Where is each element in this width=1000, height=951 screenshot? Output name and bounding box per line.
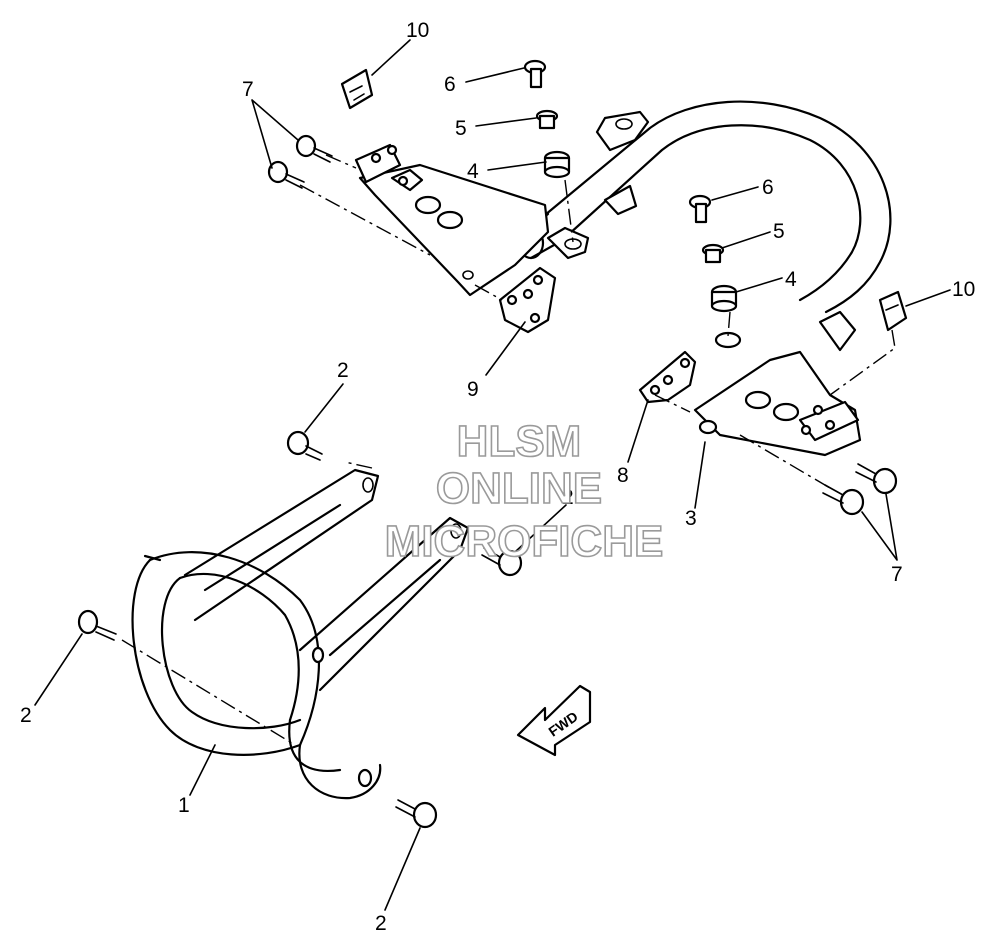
grommet-4b xyxy=(710,284,738,313)
left-bar-bracket xyxy=(354,143,550,297)
bolt-2-middle xyxy=(481,547,523,577)
bolt-7-upper-a xyxy=(295,134,333,163)
collar-5b xyxy=(701,243,725,264)
callout-4-right: 4 xyxy=(785,268,797,291)
right-bar-bracket xyxy=(693,350,862,457)
bolt-2-bottom xyxy=(395,799,438,829)
rear-grab-bar xyxy=(517,100,892,352)
bolt-7-lower-b xyxy=(822,484,865,516)
bolt-6a xyxy=(523,59,547,89)
watermark-line-3: MICROFICHE xyxy=(385,517,664,566)
callout-10-right: 10 xyxy=(952,278,975,301)
plate-9 xyxy=(498,266,557,334)
front-guard xyxy=(131,468,470,800)
callout-7-bottom: 7 xyxy=(891,563,903,586)
callout-2-middle: 2 xyxy=(562,486,574,509)
plate-8 xyxy=(638,350,697,404)
callout-5-right: 5 xyxy=(773,220,785,243)
callout-6-left: 6 xyxy=(444,73,456,96)
bolt-2-left xyxy=(77,609,117,641)
callout-2-bottom: 2 xyxy=(375,912,387,935)
callout-6-right: 6 xyxy=(762,176,774,199)
callout-10-top: 10 xyxy=(406,19,429,42)
bolt-2-top xyxy=(286,430,323,461)
callout-2-left: 2 xyxy=(20,704,32,727)
callout-5-left: 5 xyxy=(455,117,467,140)
callout-7-top: 7 xyxy=(242,78,254,101)
collar-5a xyxy=(535,109,559,130)
callout-3: 3 xyxy=(685,507,697,530)
bolt-6b xyxy=(688,194,712,224)
watermark-line-1: HLSM xyxy=(457,417,582,466)
grommet-4a xyxy=(543,150,571,179)
bolt-7-upper-b xyxy=(267,160,305,189)
callout-9: 9 xyxy=(467,378,479,401)
forward-direction-arrow: FWD xyxy=(516,684,592,757)
callout-4-left: 4 xyxy=(467,160,479,183)
bolt-7-lower-a xyxy=(855,463,898,495)
clip-nut-10b xyxy=(878,290,908,332)
watermark-line-2: ONLINE xyxy=(436,464,602,513)
callout-2-top: 2 xyxy=(337,359,349,382)
callout-8: 8 xyxy=(617,464,629,487)
callout-1: 1 xyxy=(178,794,190,817)
